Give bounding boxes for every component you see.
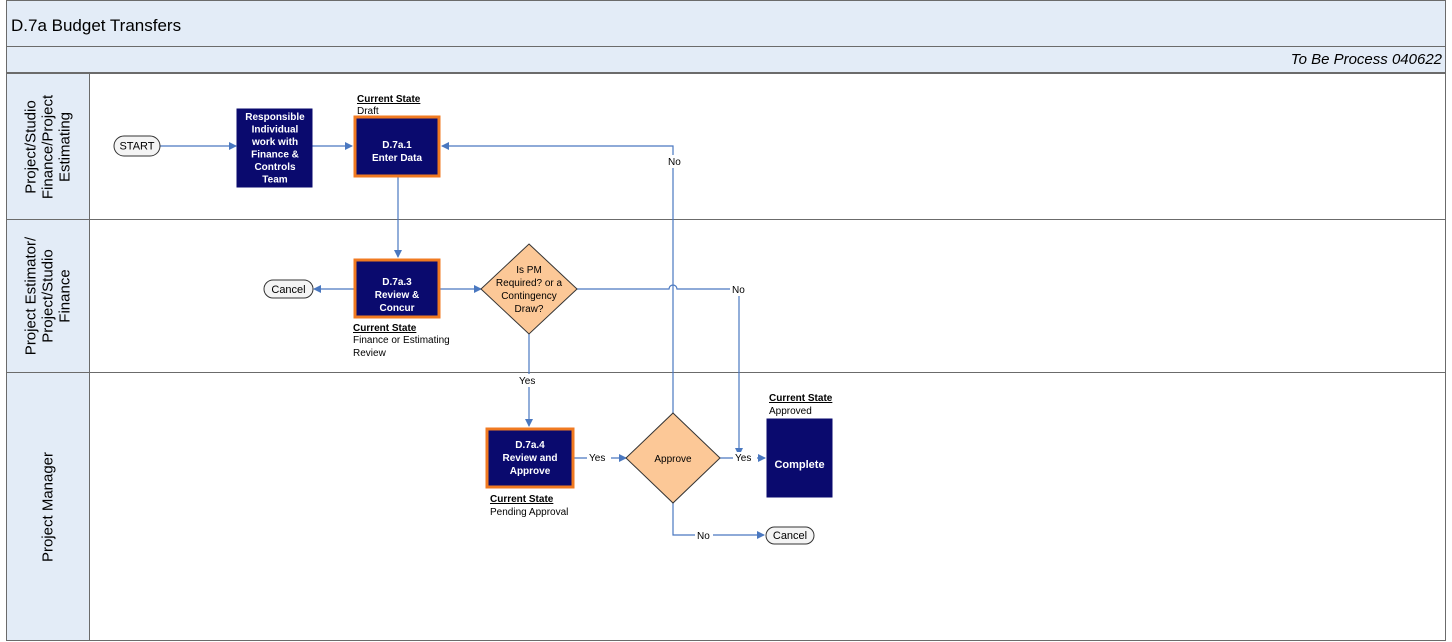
lane-header-project-manager: Project Manager [6,372,90,641]
cancel-bottom-terminator [765,526,815,545]
responsible-label-line: Individual [252,125,299,136]
decision-label-line: Required? or a [496,278,563,289]
d7a4-label-line: Review and [502,453,557,464]
edge-label-yes-approve: Yes [735,453,751,464]
d7a4-process-box [485,427,575,489]
cancel-bottom-label: Cancel [773,530,807,542]
yes-d7a4-label-bg [587,452,611,464]
decision-label-line: Is PM [516,265,542,276]
decision-label-line: Draw? [515,304,544,315]
edge-label-no-approve: No [697,531,710,542]
d7a4-label-line: D.7a.4 [515,440,545,451]
d7a3-state-heading: Current State [353,323,417,334]
pm-required-decision [480,243,578,335]
d7a4-label-line: Approve [510,466,551,477]
approve-decision [625,412,721,504]
d7a3-state-value: Review [353,348,387,359]
d7a3-label-line: D.7a.3 [382,277,412,288]
no-top-label-bg [664,155,682,168]
d7a1-label-line: D.7a.1 [382,140,412,151]
edge-decision-no-to-complete [577,284,743,456]
lane-header-estimator-finance: Project Estimator/ Project/Studio Financ… [6,219,90,373]
title-bar: D.7a Budget Transfers [6,0,1446,47]
responsible-label-line: Controls [254,162,296,173]
responsible-individual-box [236,108,313,188]
edge-label-no-decision: No [732,285,745,296]
d7a3-label-line: Review & [375,290,419,301]
start-terminator [113,135,161,157]
edge-approve-no-to-d7a1 [441,142,674,413]
edge-label-yes-decision: Yes [519,376,535,387]
d7a1-state-heading: Current State [357,94,421,105]
d7a1-label-line: Enter Data [372,153,422,164]
swimlane-project-manager [6,372,1446,641]
decision-label-line: Contingency [501,291,557,302]
diagram-title: D.7a Budget Transfers [11,16,182,35]
approve-decision-label: Approve [654,454,692,465]
d7a3-process-box [353,258,441,319]
no-approve-label-bg [695,530,713,542]
swimlane-estimator-finance [6,219,1446,373]
complete-box [766,418,833,498]
complete-label: Complete [774,459,824,471]
responsible-label-line: Responsible [245,112,305,123]
complete-state-heading: Current State [769,393,833,404]
d7a1-state-value: Draft [357,106,379,117]
edge-approve-no-to-cancel [672,503,765,539]
diagram-subtitle: To Be Process 040622 [1290,51,1442,68]
responsible-label-line: Finance & [251,150,299,161]
edge-label-no-top: No [668,157,681,168]
yes-decision-label-bg [517,374,541,387]
d7a1-process-box [353,115,441,178]
d7a4-state-heading: Current State [490,494,554,505]
yes-approve-label-bg [733,452,757,464]
subtitle-bar: To Be Process 040622 [6,47,1446,73]
no-decision-label-bg [730,283,748,296]
responsible-label-line: work with [251,137,298,148]
d7a3-state-value: Finance or Estimating [353,335,450,346]
start-label: START [119,141,154,153]
d7a3-label-line: Concur [380,303,415,314]
cancel-top-terminator [263,279,314,299]
cancel-top-label: Cancel [271,284,305,296]
lane-header-finance-estimating: Project/Studio Finance/Project Estimatin… [6,73,90,220]
d7a4-state-value: Pending Approval [490,507,568,518]
responsible-label-line: Team [262,175,287,186]
edge-label-yes-d7a4: Yes [589,453,605,464]
complete-state-value: Approved [769,406,812,417]
